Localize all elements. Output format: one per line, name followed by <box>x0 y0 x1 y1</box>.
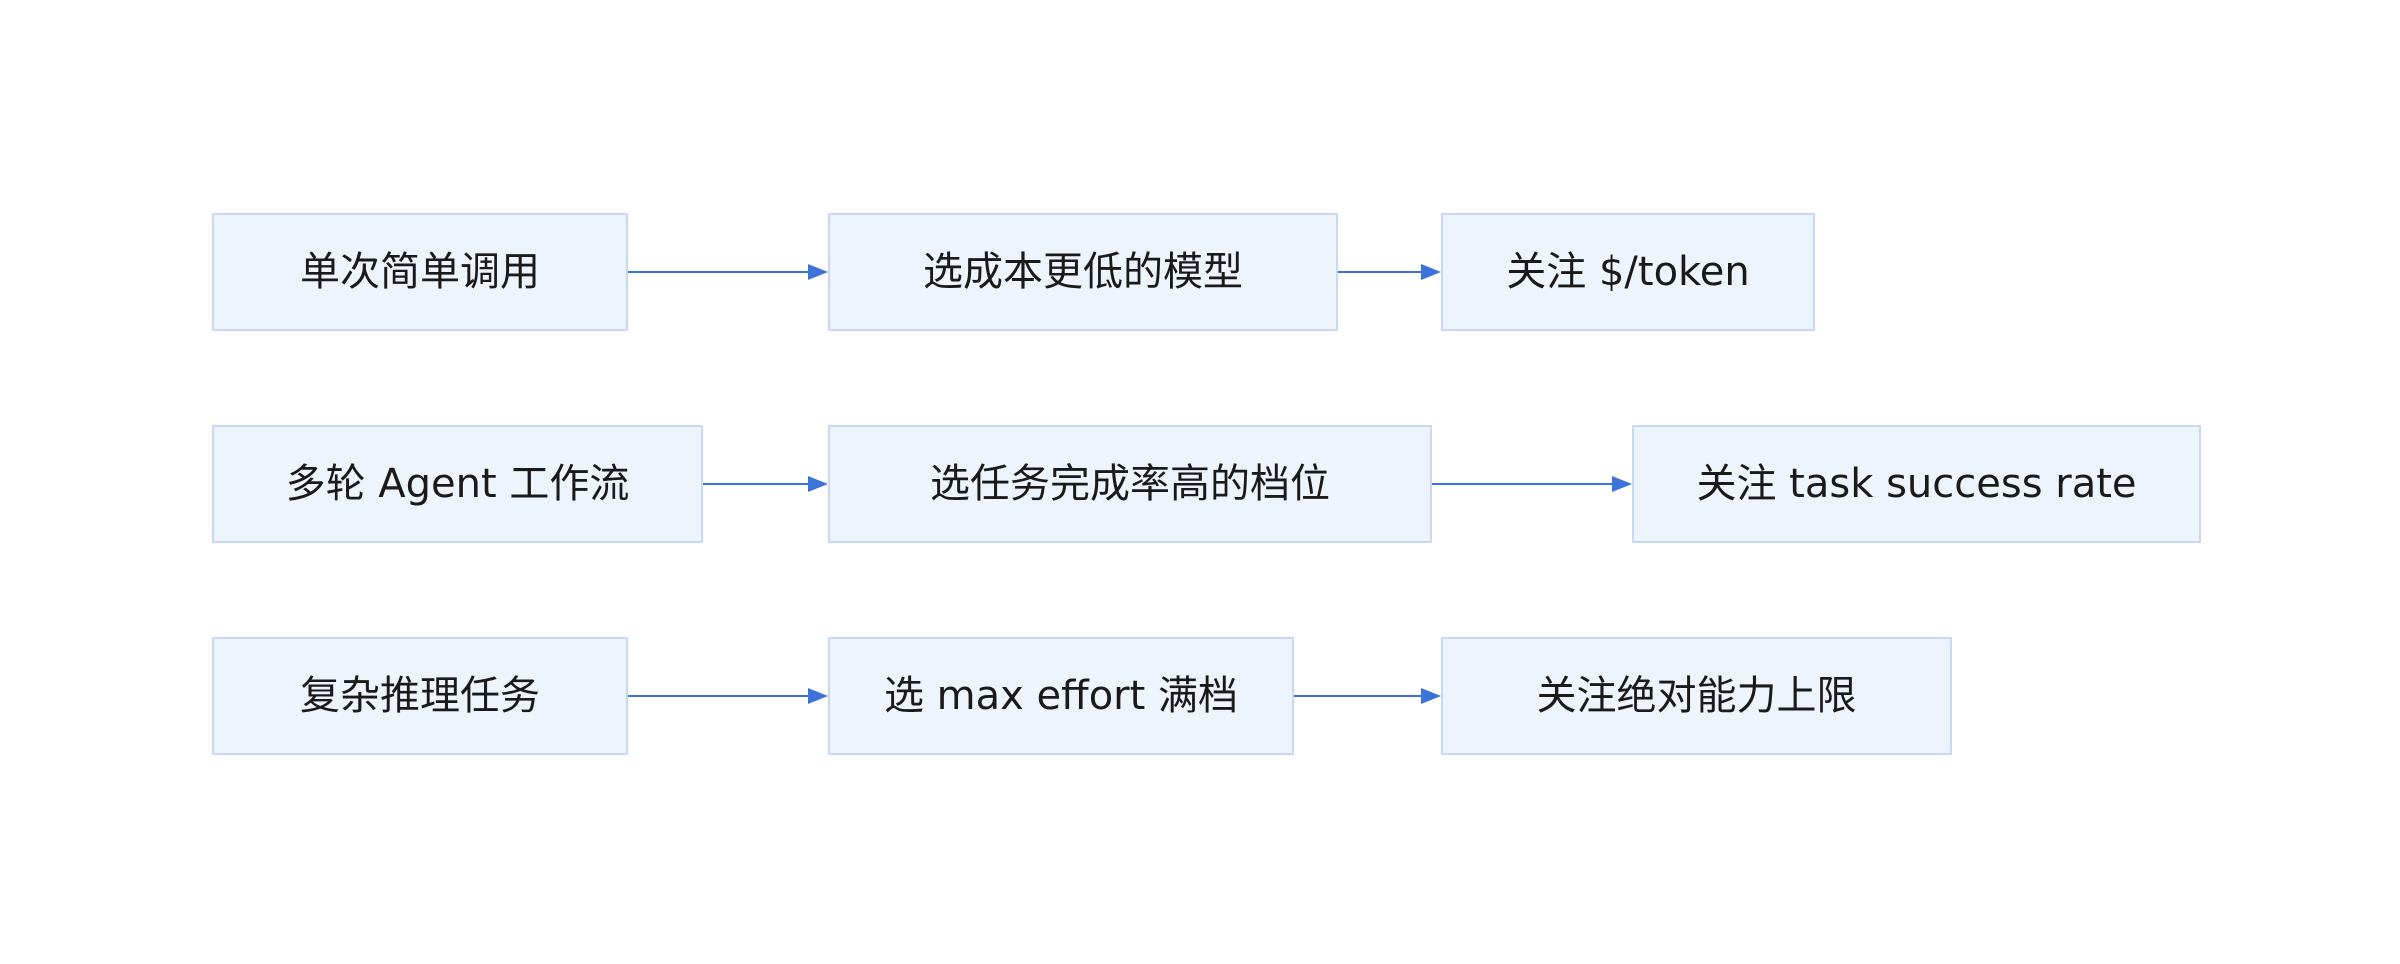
arrowhead-icon <box>808 476 828 492</box>
node-focus-cost-per-token: 关注 $/token <box>1441 213 1815 331</box>
node-label: 关注 $/token <box>1506 249 1750 295</box>
arrow-line <box>1338 271 1421 273</box>
arrow-connector <box>628 686 828 706</box>
arrow-line <box>1294 695 1421 697</box>
node-choice-high-completion-tier: 选任务完成率高的档位 <box>828 425 1432 543</box>
node-label: 多轮 Agent 工作流 <box>285 461 630 507</box>
node-choice-cheaper-model: 选成本更低的模型 <box>828 213 1338 331</box>
arrowhead-icon <box>808 688 828 704</box>
arrow-connector <box>1338 262 1441 282</box>
arrow-line <box>1432 483 1612 485</box>
arrowhead-icon <box>1612 476 1632 492</box>
arrow-line <box>628 271 808 273</box>
node-label: 单次简单调用 <box>300 249 540 295</box>
node-label: 选 max effort 满档 <box>883 673 1239 719</box>
node-scenario-simple-call: 单次简单调用 <box>212 213 628 331</box>
node-label: 复杂推理任务 <box>300 673 540 719</box>
arrow-line <box>628 695 808 697</box>
node-scenario-complex-reasoning: 复杂推理任务 <box>212 637 628 755</box>
node-label: 选任务完成率高的档位 <box>930 461 1330 507</box>
arrowhead-icon <box>1421 264 1441 280</box>
node-scenario-agent-workflow: 多轮 Agent 工作流 <box>212 425 703 543</box>
arrow-connector <box>703 474 828 494</box>
arrow-connector <box>1432 474 1632 494</box>
arrow-line <box>703 483 808 485</box>
arrowhead-icon <box>1421 688 1441 704</box>
node-focus-task-success-rate: 关注 task success rate <box>1632 425 2201 543</box>
node-label: 选成本更低的模型 <box>923 249 1243 295</box>
node-label: 关注 task success rate <box>1696 461 2137 507</box>
node-choice-max-effort: 选 max effort 满档 <box>828 637 1294 755</box>
arrow-connector <box>628 262 828 282</box>
arrow-connector <box>1294 686 1441 706</box>
arrowhead-icon <box>808 264 828 280</box>
node-focus-capability-ceiling: 关注绝对能力上限 <box>1441 637 1952 755</box>
node-label: 关注绝对能力上限 <box>1536 673 1857 719</box>
